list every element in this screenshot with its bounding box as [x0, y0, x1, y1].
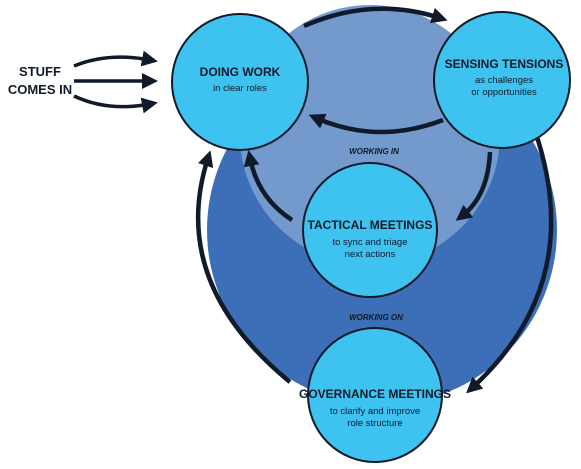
working-on-label: WORKING ON [349, 313, 403, 322]
arrow-tactical-to-doing [243, 150, 294, 222]
arrow-sensing-to-tactical [455, 151, 493, 221]
governance-meetings-title: GOVERNANCE MEETINGS [299, 387, 451, 401]
input-arrow-bottom [73, 94, 158, 114]
arrow-doing-to-sensing [303, 6, 448, 29]
doing-work-subtitle: in clear roles [213, 83, 267, 94]
node-doing-work: DOING WORK in clear roles [171, 13, 309, 151]
node-tactical-meetings: TACTICAL MEETINGS to sync and triage nex… [302, 162, 438, 298]
tactical-meetings-subtitle-1: to sync and triage [333, 237, 408, 248]
doing-work-title: DOING WORK [200, 65, 281, 79]
sensing-tensions-subtitle-2: or opportunities [471, 87, 537, 98]
arrow-sensing-to-doing [308, 113, 444, 135]
input-arrow-top [73, 50, 158, 68]
tactical-meetings-subtitle-2: next actions [345, 249, 396, 260]
governance-meetings-subtitle-2: role structure [347, 418, 402, 429]
stuff-comes-in-label-line1: STUFF [19, 64, 61, 79]
tactical-meetings-title: TACTICAL MEETINGS [308, 218, 433, 232]
stuff-comes-in-label-line2: COMES IN [8, 82, 72, 97]
arrow-governance-to-doing [195, 150, 292, 384]
node-sensing-tensions: SENSING TENSIONS as challenges or opport… [433, 11, 571, 149]
node-governance-meetings: GOVERNANCE MEETINGS to clarify and impro… [299, 327, 451, 463]
working-in-label: WORKING IN [349, 147, 399, 156]
governance-meetings-subtitle-1: to clarify and improve [330, 406, 420, 417]
sensing-tensions-title: SENSING TENSIONS [445, 57, 564, 71]
arrow-sensing-to-governance [466, 127, 554, 394]
sensing-tensions-subtitle-1: as challenges [475, 75, 533, 86]
